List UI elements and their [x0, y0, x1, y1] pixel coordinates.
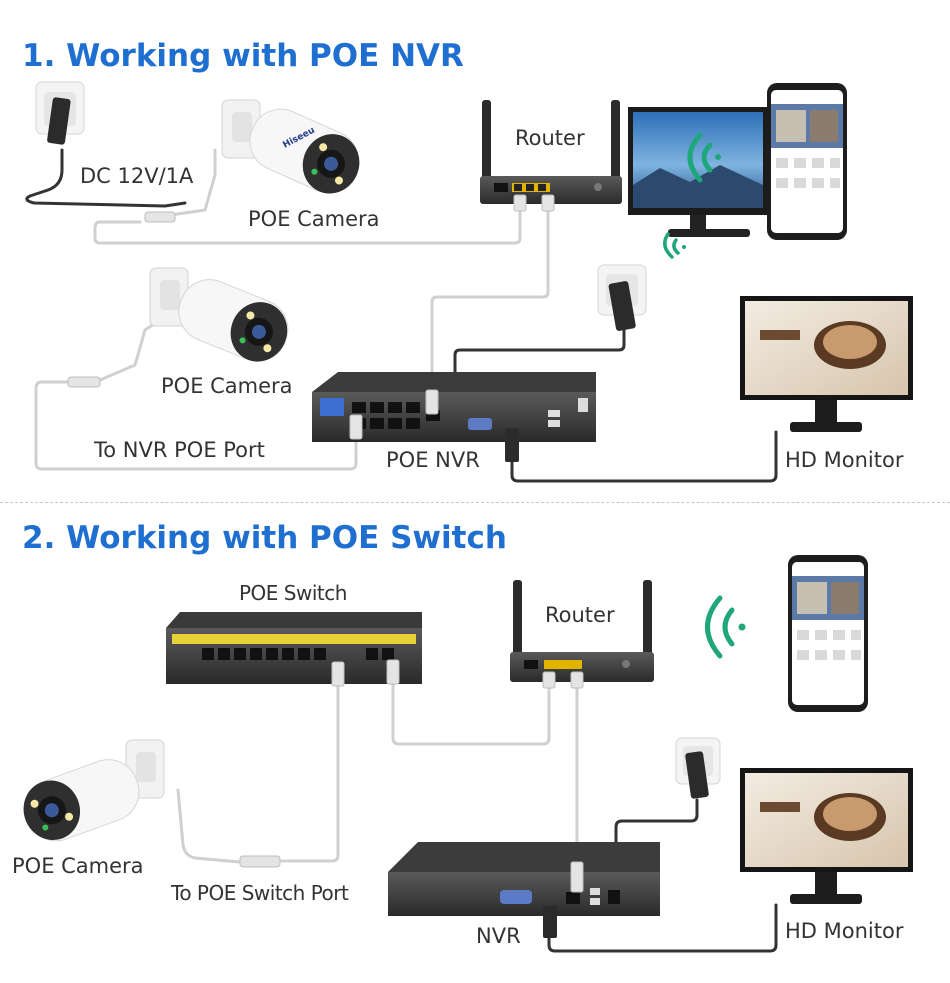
s2-connectors [239, 659, 584, 893]
s2-switch-port-label: To POE Switch Port [171, 881, 349, 905]
s2-camera [23, 739, 165, 842]
s1-hdmi-cable [510, 430, 778, 483]
s1-power-label: DC 12V/1A [80, 164, 194, 188]
s1-cam1-lan-cable [93, 200, 522, 245]
s1-nvr-port-label: To NVR POE Port [94, 438, 265, 462]
s1-cam1-tail [148, 148, 217, 220]
section-divider [0, 502, 950, 503]
s1-wifi-signal-small [663, 232, 686, 259]
s2-camera-label: POE Camera [12, 854, 144, 878]
s2-nvr-label: NVR [476, 924, 521, 948]
s2-hd-monitor [740, 768, 913, 904]
s2-outlet [675, 737, 721, 799]
s2-switch-router-cable [391, 675, 551, 746]
s1-cables [25, 148, 778, 483]
s2-outlet-nvr-power [614, 798, 699, 898]
s1-camera-mid-label: POE Camera [161, 374, 293, 398]
s1-camera-top-label: POE Camera [248, 207, 380, 231]
section1-heading: 1. Working with POE NVR [22, 38, 464, 74]
s2-router-label: Router [545, 603, 615, 627]
s2-switch-label: POE Switch [239, 581, 347, 605]
s1-cam2-tail [98, 318, 162, 382]
section2-heading: 2. Working with POE Switch [22, 520, 507, 556]
s2-cables [176, 675, 778, 953]
s1-hdmi-plug [505, 428, 519, 462]
s1-connectors [67, 194, 555, 440]
s2-hdmi-cable [547, 903, 778, 953]
s2-monitor-label: HD Monitor [785, 919, 904, 943]
s2-nvr [388, 842, 660, 916]
s2-hdmi-plug [543, 906, 557, 938]
s1-power-cable [25, 148, 187, 208]
s2-camera-tail [176, 788, 242, 864]
s2-switch-camera-cable [280, 678, 340, 863]
s2-phone [788, 555, 868, 712]
s1-phone [767, 83, 847, 240]
s1-nvr-label: POE NVR [386, 448, 480, 472]
s1-router [480, 100, 622, 204]
s1-router-nvr-cable [430, 200, 550, 402]
s1-outlet-nvr-power [453, 328, 626, 412]
s1-hd-monitor [740, 296, 913, 432]
s2-poe-switch [166, 612, 422, 684]
s1-camera-mid [149, 267, 289, 362]
s1-outlet [35, 81, 85, 145]
s1-outlet-nvr [597, 264, 647, 331]
s1-router-label: Router [515, 126, 585, 150]
s1-camera-top [221, 99, 360, 194]
s2-router [510, 580, 654, 682]
s1-cam2-nvr-cable [34, 380, 358, 471]
s1-desktop-monitor [628, 107, 768, 237]
s1-wifi-signal-large [687, 132, 721, 183]
s1-monitor-label: HD Monitor [785, 448, 904, 472]
s2-wifi-signal [705, 595, 746, 659]
